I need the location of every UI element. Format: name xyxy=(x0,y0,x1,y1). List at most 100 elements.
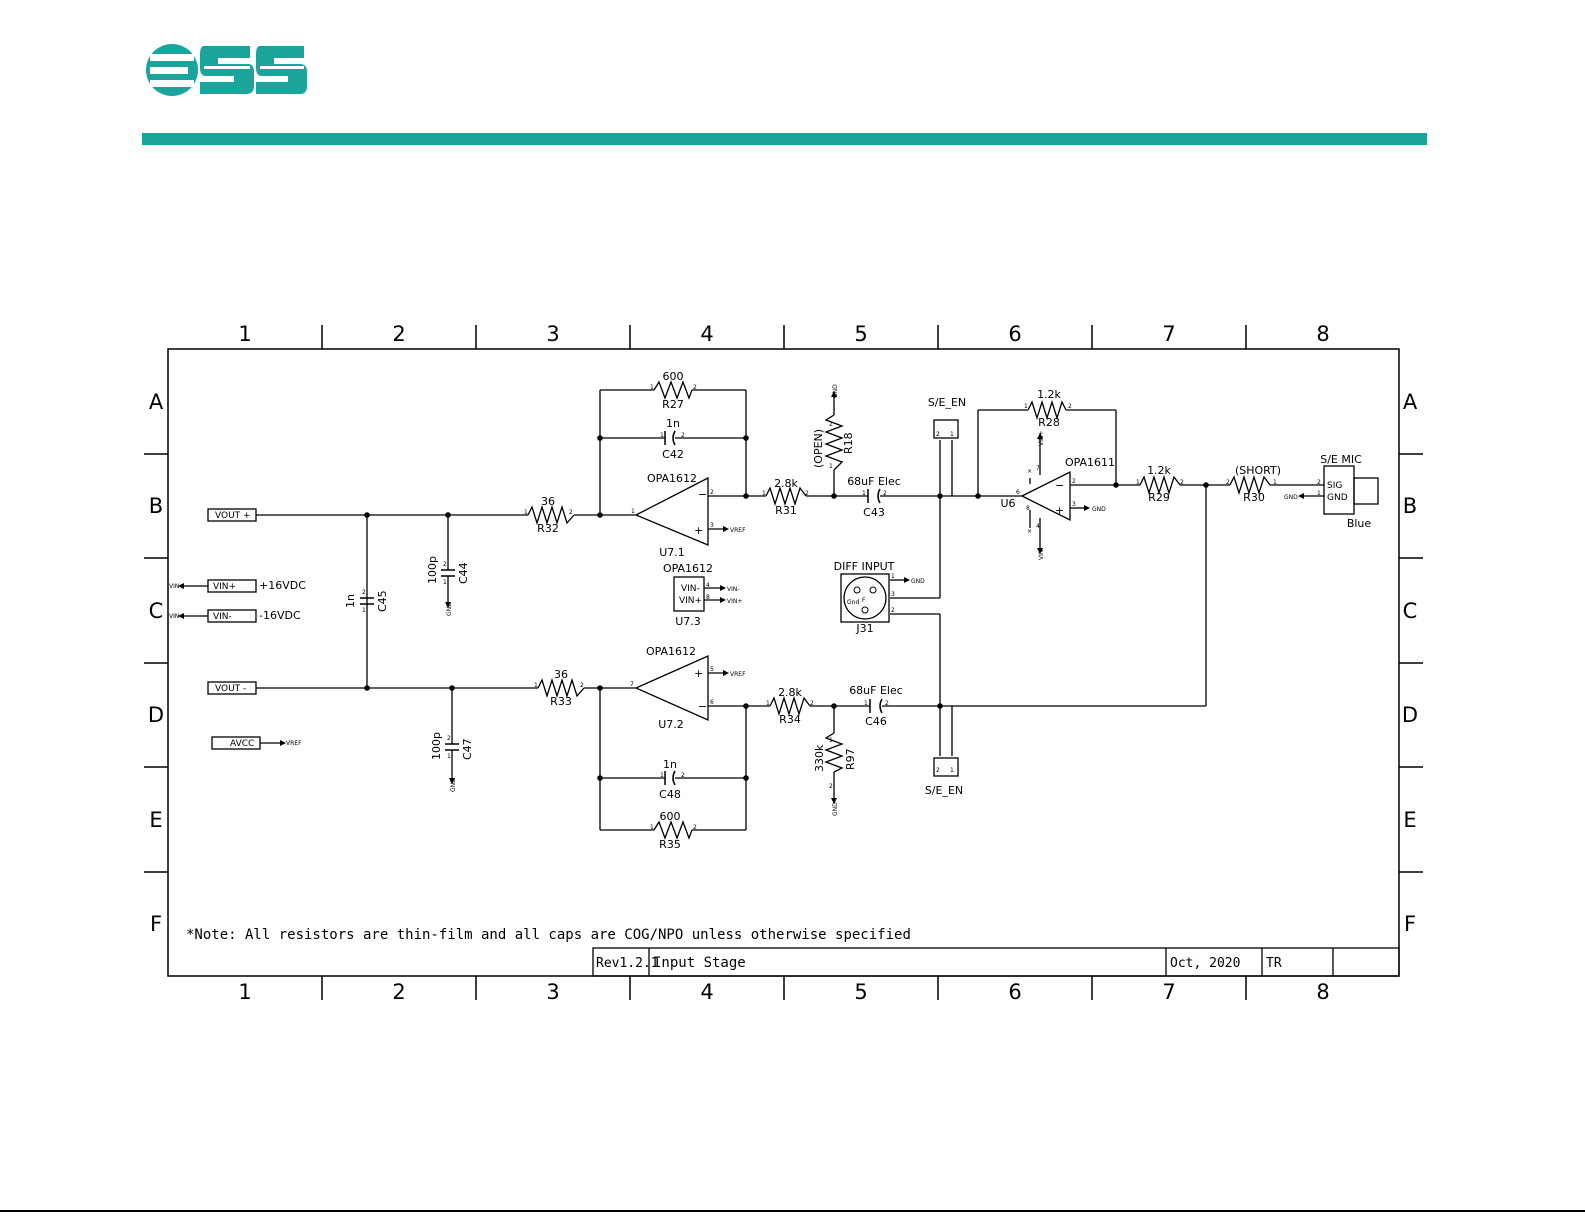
col-label-bottom: 2 xyxy=(392,980,405,1004)
se-en-top-label: S/E_EN xyxy=(928,396,966,409)
c45-ref: C45 xyxy=(376,590,389,612)
pin-num: 4 xyxy=(1036,523,1040,530)
col-label-bottom: 6 xyxy=(1008,980,1021,1004)
net-vinp-left: VIN+ xyxy=(169,583,184,590)
row-label-right: D xyxy=(1402,703,1418,727)
pin-num: 1 xyxy=(447,753,451,760)
ports xyxy=(207,508,261,750)
opamp-symbols xyxy=(634,470,1071,722)
r30-value: (SHORT) xyxy=(1235,464,1281,477)
u71-minus: − xyxy=(698,488,707,501)
col-label-top: 6 xyxy=(1008,322,1021,346)
net-vinn-u6: VIN- xyxy=(1038,547,1045,560)
pin-num: 2 xyxy=(1317,479,1321,486)
title-block: Rev1.2.1 Input Stage Oct, 2020 TR xyxy=(592,947,1400,977)
r35-ref: R35 xyxy=(659,838,681,851)
u72-minus: − xyxy=(698,700,707,713)
resistors xyxy=(527,380,1271,840)
column-ticks xyxy=(321,325,1247,1000)
r18-ref: R18 xyxy=(842,432,855,454)
r34-value: 2.8k xyxy=(778,686,802,699)
minus16-label: -16VDC xyxy=(259,609,301,622)
port-vin-minus: VIN- xyxy=(213,612,232,622)
row-label-right: E xyxy=(1403,808,1416,832)
col-label-top: 4 xyxy=(700,322,713,346)
pin-num: 2 xyxy=(805,490,809,497)
u72-plus: + xyxy=(694,667,703,680)
pin-num: 1 xyxy=(891,573,895,580)
pin-num: 1 xyxy=(950,431,954,438)
r30-ref: R30 xyxy=(1243,491,1265,504)
pin-num: 2 xyxy=(693,384,697,391)
u72-part: OPA1612 xyxy=(646,645,696,658)
pin-num: 2 xyxy=(362,589,366,596)
initials-text: TR xyxy=(1266,956,1282,971)
pin-num: 2 xyxy=(883,490,887,497)
se-en-top-jumper xyxy=(933,419,959,439)
pin-num: 1 xyxy=(362,607,366,614)
c45-value: 1n xyxy=(344,594,357,608)
pin-num: 1 xyxy=(1136,479,1140,486)
pin-num: 1 xyxy=(766,700,770,707)
c44-ref: C44 xyxy=(457,562,470,584)
row-label-right: A xyxy=(1403,390,1418,414)
col-label-bottom: 7 xyxy=(1162,980,1175,1004)
note-text: *Note: All resistors are thin-film and a… xyxy=(186,927,911,943)
col-label-top: 7 xyxy=(1162,322,1175,346)
title-text: Input Stage xyxy=(653,955,746,971)
j31-label: DIFF INPUT xyxy=(834,560,895,573)
se-mic-gnd: GND xyxy=(1327,493,1348,503)
row-label-left: C xyxy=(149,599,164,623)
pin-num: 8 xyxy=(706,594,710,601)
se-mic-color: Blue xyxy=(1347,517,1372,530)
u6-nc: × xyxy=(1027,528,1032,535)
pin-num: 2 xyxy=(829,783,833,790)
row-label-left: F xyxy=(150,912,162,936)
plus16-label: +16VDC xyxy=(259,579,306,592)
pin-num: 2 xyxy=(1072,478,1076,485)
pin-num: 3 xyxy=(1072,501,1076,508)
se-en-bottom-label: S/E_EN xyxy=(925,784,963,797)
pin-num: 1 xyxy=(631,508,635,515)
col-label-top: 5 xyxy=(854,322,867,346)
row-label-right: C xyxy=(1403,599,1418,623)
col-label-top: 8 xyxy=(1316,322,1329,346)
u73-ref: U7.3 xyxy=(675,615,701,628)
net-vinn-left: VIN- xyxy=(169,613,182,620)
pin-num: 2 xyxy=(885,700,889,707)
col-label-bottom: 5 xyxy=(854,980,867,1004)
r32-value: 36 xyxy=(541,495,555,508)
capacitors xyxy=(360,430,883,786)
col-label-bottom: 1 xyxy=(238,980,251,1004)
date-text: Oct, 2020 xyxy=(1170,956,1240,971)
u6-minus: − xyxy=(1055,479,1064,492)
pin-num: 1 xyxy=(524,509,528,516)
col-label-bottom: 8 xyxy=(1316,980,1329,1004)
r31-value: 2.8k xyxy=(774,477,798,490)
net-vref-avcc: VREF xyxy=(286,740,302,747)
pin-num: 8 xyxy=(1026,505,1030,512)
net-gnd-u6: GND xyxy=(1092,506,1106,513)
port-vin-plus: VIN+ xyxy=(213,582,236,592)
pin-num: 7 xyxy=(1036,465,1040,472)
pin-num: 2 xyxy=(936,767,940,774)
c42-ref: C42 xyxy=(662,448,684,461)
net-gnd-r97: GND xyxy=(832,802,839,816)
junctions xyxy=(364,435,1209,781)
net-gnd-mic: GND xyxy=(1284,494,1298,501)
pin-num: 3 xyxy=(891,591,895,598)
u73-vin-minus: VIN- xyxy=(681,584,700,594)
u71-ref: U7.1 xyxy=(659,546,685,559)
pin-num: 2 xyxy=(710,489,714,496)
col-label-bottom: 3 xyxy=(546,980,559,1004)
u73-part: OPA1612 xyxy=(663,562,713,575)
r29-ref: R29 xyxy=(1148,491,1170,504)
r97-value: 330k xyxy=(813,744,826,772)
pin-num: 1 xyxy=(650,384,654,391)
se-mic-connector xyxy=(1323,465,1379,515)
u71-part: OPA1612 xyxy=(647,472,697,485)
se-mic-label: S/E MIC xyxy=(1320,453,1362,466)
pin-num: 2 xyxy=(891,607,895,614)
c43-ref: C43 xyxy=(863,506,885,519)
